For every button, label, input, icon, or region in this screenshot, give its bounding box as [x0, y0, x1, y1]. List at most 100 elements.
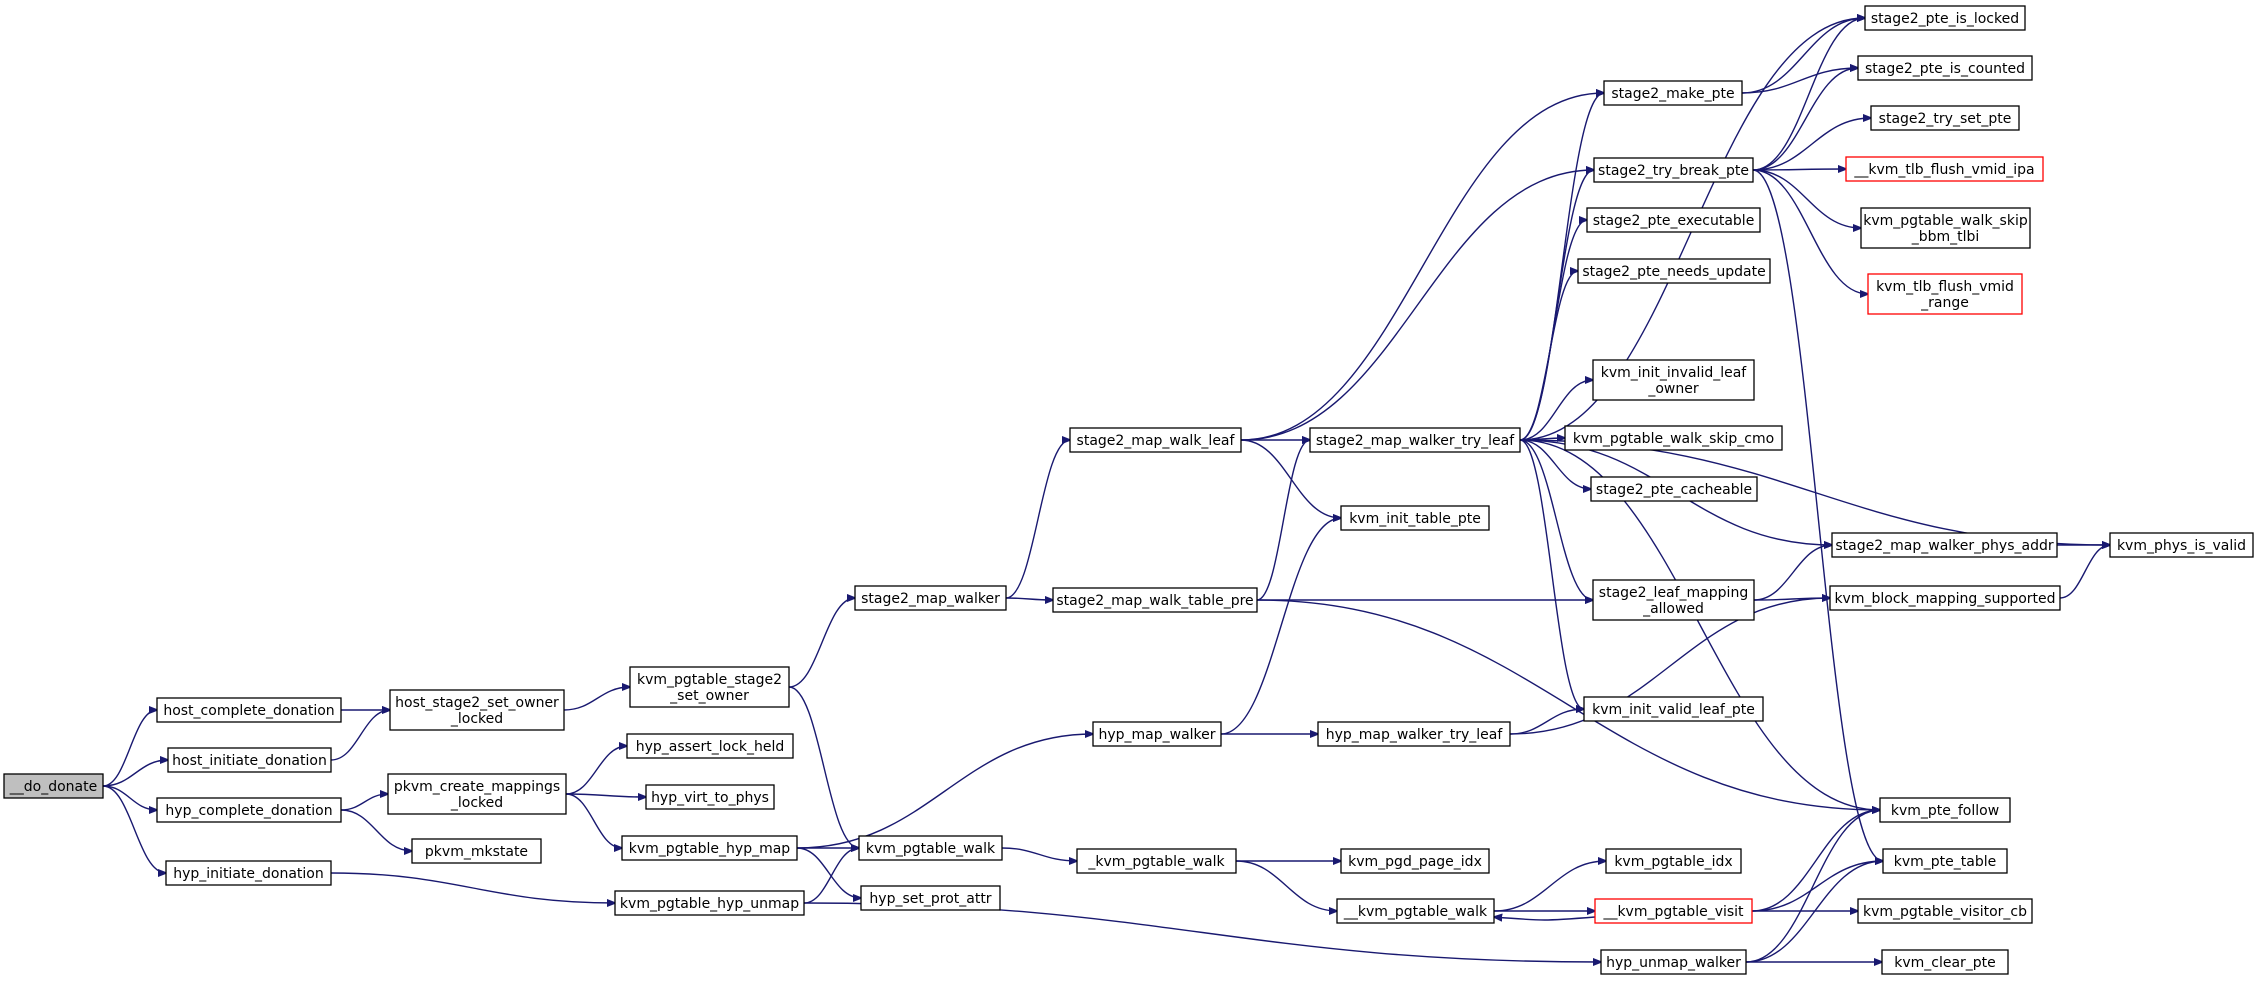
- node-box[interactable]: [1592, 579, 1755, 621]
- node-box[interactable]: [1586, 207, 1761, 233]
- node-host-complete-donation[interactable]: host_complete_donation: [156, 697, 342, 723]
- node-pkvm-mkstate[interactable]: pkvm_mkstate: [411, 838, 542, 864]
- node-box[interactable]: [1590, 476, 1758, 502]
- node-box[interactable]: [1864, 5, 2026, 31]
- node-kvm-tlb-flush-vmid-ipa[interactable]: __kvm_tlb_flush_vmid_ipa: [1845, 156, 2044, 182]
- node-box[interactable]: [1879, 797, 2011, 823]
- node-box[interactable]: [1870, 105, 2020, 131]
- node-stage2-map-walk-table-pre[interactable]: stage2_map_walk_table_pre: [1052, 587, 1258, 613]
- node-hyp-map-walker[interactable]: hyp_map_walker: [1092, 721, 1222, 747]
- node-kvm-pgtable-idx[interactable]: kvm_pgtable_idx: [1605, 848, 1742, 874]
- node-kvm-pgtable-hyp-unmap[interactable]: kvm_pgtable_hyp_unmap: [614, 890, 805, 916]
- node-box[interactable]: [389, 689, 565, 731]
- node-kvm-clear-pte[interactable]: kvm_clear_pte: [1881, 949, 2009, 975]
- node-stage2-pte-is-locked[interactable]: stage2_pte_is_locked: [1864, 5, 2026, 31]
- node-hyp-assert-lock-held[interactable]: hyp_assert_lock_held: [626, 733, 794, 759]
- node-kvm-phys-is-valid[interactable]: kvm_phys_is_valid: [2109, 532, 2254, 558]
- node-box[interactable]: [1882, 848, 2008, 874]
- node-box[interactable]: [1881, 949, 2009, 975]
- node-box[interactable]: [629, 666, 790, 708]
- node-box[interactable]: [1857, 55, 2033, 81]
- node-box[interactable]: [1069, 427, 1242, 453]
- node-box[interactable]: [858, 835, 1003, 861]
- node-kvm-pgtable-walk-skip-bbm-tlbi[interactable]: kvm_pgtable_walk_skip_bbm_tlbi: [1860, 207, 2031, 249]
- node-box[interactable]: [1092, 721, 1222, 747]
- node-box[interactable]: [1564, 425, 1783, 451]
- node-box[interactable]: [854, 585, 1007, 611]
- node-box[interactable]: [156, 797, 342, 823]
- node-stage2-try-set-pte[interactable]: stage2_try_set_pte: [1870, 105, 2020, 131]
- node-box[interactable]: [156, 697, 342, 723]
- node-stage2-make-pte[interactable]: stage2_make_pte: [1603, 80, 1743, 106]
- node-stage2-leaf-mapping-allowed[interactable]: stage2_leaf_mapping_allowed: [1592, 579, 1755, 621]
- node-kvm-pgtable-walk-skip-cmo[interactable]: kvm_pgtable_walk_skip_cmo: [1564, 425, 1783, 451]
- node-kvm-pte-follow[interactable]: kvm_pte_follow: [1879, 797, 2011, 823]
- node-stage2-map-walk-leaf[interactable]: stage2_map_walk_leaf: [1069, 427, 1242, 453]
- node-box[interactable]: [411, 838, 542, 864]
- node-box[interactable]: [1605, 848, 1742, 874]
- node-box[interactable]: [1052, 587, 1258, 613]
- node-kvm-pte-table[interactable]: kvm_pte_table: [1882, 848, 2008, 874]
- node-box[interactable]: [621, 835, 798, 861]
- node-box[interactable]: [1829, 585, 2061, 611]
- node-box[interactable]: [165, 860, 332, 886]
- node-stage2-map-walker[interactable]: stage2_map_walker: [854, 585, 1007, 611]
- node-box[interactable]: [1603, 80, 1743, 106]
- node-kvm-pgtable-stage2-set-owner[interactable]: kvm_pgtable_stage2_set_owner: [629, 666, 790, 708]
- node-box[interactable]: [1076, 848, 1237, 874]
- node-box[interactable]: [860, 885, 1001, 911]
- node-box[interactable]: [1340, 505, 1490, 531]
- node-stage2-pte-needs-update[interactable]: stage2_pte_needs_update: [1577, 258, 1771, 284]
- node-box[interactable]: [1867, 273, 2023, 315]
- node-hyp-set-prot-attr[interactable]: hyp_set_prot_attr: [860, 885, 1001, 911]
- node-hyp-map-walker-try-leaf[interactable]: hyp_map_walker_try_leaf: [1317, 721, 1511, 747]
- node-kvm-tlb-flush-vmid-range[interactable]: kvm_tlb_flush_vmid_range: [1867, 273, 2023, 315]
- node-box[interactable]: [1593, 157, 1754, 183]
- node-box[interactable]: [614, 890, 805, 916]
- node-hyp-complete-donation[interactable]: hyp_complete_donation: [156, 797, 342, 823]
- node-stage2-pte-is-counted[interactable]: stage2_pte_is_counted: [1857, 55, 2033, 81]
- node-kvm-init-invalid-leaf-owner[interactable]: kvm_init_invalid_leaf_owner: [1592, 359, 1755, 401]
- node-box[interactable]: [1583, 696, 1764, 722]
- node-pkvm-create-mappings-locked[interactable]: pkvm_create_mappings_locked: [387, 773, 567, 815]
- node-box[interactable]: [1309, 427, 1521, 453]
- node-host-initiate-donation[interactable]: host_initiate_donation: [167, 747, 332, 773]
- node-kvm-block-mapping-supported[interactable]: kvm_block_mapping_supported: [1829, 585, 2061, 611]
- node-box[interactable]: [1336, 898, 1495, 924]
- node-hyp-unmap-walker[interactable]: hyp_unmap_walker: [1600, 949, 1747, 975]
- node-hyp-virt-to-phys[interactable]: hyp_virt_to_phys: [645, 784, 775, 810]
- node-box[interactable]: [1860, 207, 2031, 249]
- node-kvm-init-table-pte[interactable]: kvm_init_table_pte: [1340, 505, 1490, 531]
- node-box[interactable]: [1845, 156, 2044, 182]
- node-stage2-pte-cacheable[interactable]: stage2_pte_cacheable: [1590, 476, 1758, 502]
- node-box[interactable]: [167, 747, 332, 773]
- node-box[interactable]: [626, 733, 794, 759]
- node-box[interactable]: [1594, 898, 1753, 924]
- node-stage2-map-walker-phys-addr[interactable]: stage2_map_walker_phys_addr: [1831, 532, 2058, 558]
- node-kvm-init-valid-leaf-pte[interactable]: kvm_init_valid_leaf_pte: [1583, 696, 1764, 722]
- node-box[interactable]: [1857, 898, 2033, 924]
- node-box[interactable]: [1592, 359, 1755, 401]
- node-host-stage2-set-owner-locked[interactable]: host_stage2_set_owner_locked: [389, 689, 565, 731]
- node-kvm-pgtable-hyp-map[interactable]: kvm_pgtable_hyp_map: [621, 835, 798, 861]
- node-hyp-initiate-donation[interactable]: hyp_initiate_donation: [165, 860, 332, 886]
- node-kvm-pgtable-visit[interactable]: __kvm_pgtable_visit: [1594, 898, 1753, 924]
- node-box[interactable]: [1577, 258, 1771, 284]
- node-kvm-pgtable-walk[interactable]: _kvm_pgtable_walk: [1076, 848, 1237, 874]
- node-stage2-map-walker-try-leaf[interactable]: stage2_map_walker_try_leaf: [1309, 427, 1521, 453]
- node-box[interactable]: [1600, 949, 1747, 975]
- node-stage2-try-break-pte[interactable]: stage2_try_break_pte: [1593, 157, 1754, 183]
- node-kvm-pgtable-visitor-cb[interactable]: kvm_pgtable_visitor_cb: [1857, 898, 2033, 924]
- node-box[interactable]: [1340, 848, 1490, 874]
- node-kvm-pgtable-walk[interactable]: kvm_pgtable_walk: [858, 835, 1003, 861]
- node-box[interactable]: [387, 773, 567, 815]
- node-kvm-pgd-page-idx[interactable]: kvm_pgd_page_idx: [1340, 848, 1490, 874]
- node-box[interactable]: [1317, 721, 1511, 747]
- node-box[interactable]: [2109, 532, 2254, 558]
- node-box[interactable]: [3, 773, 104, 799]
- node-box[interactable]: [645, 784, 775, 810]
- node-kvm-pgtable-walk[interactable]: __kvm_pgtable_walk: [1336, 898, 1495, 924]
- node-do-donate[interactable]: __do_donate: [3, 773, 104, 799]
- node-stage2-pte-executable[interactable]: stage2_pte_executable: [1586, 207, 1761, 233]
- node-box[interactable]: [1831, 532, 2058, 558]
